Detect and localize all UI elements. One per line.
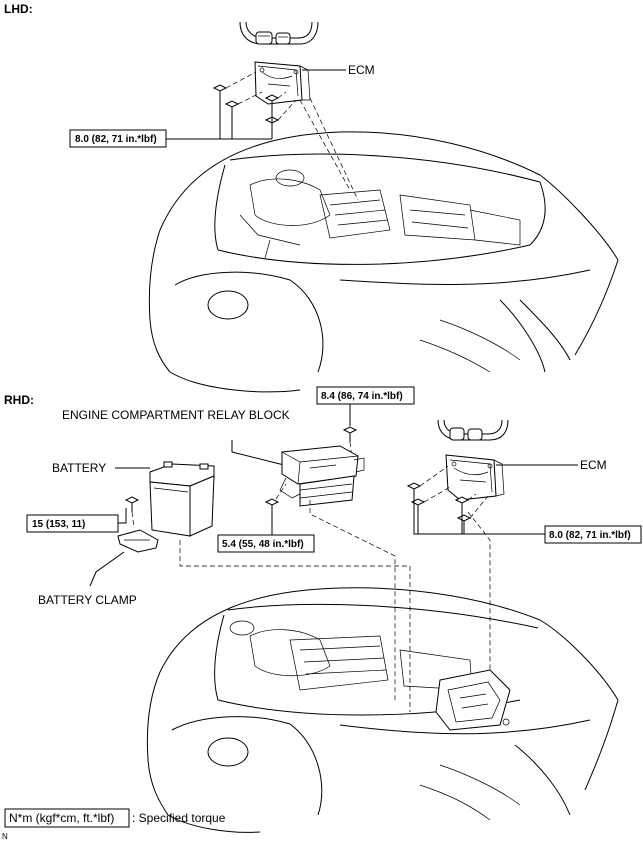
corner-mark: N xyxy=(2,832,8,841)
legend-unit-label: N*m (kgf*cm, ft.*lbf) xyxy=(9,811,114,825)
lhd-ecm xyxy=(254,61,311,105)
rhd-relay-top-torque-box xyxy=(316,386,415,405)
rhd-relay-bottom-torque-box xyxy=(217,534,315,553)
rhd-battery-clamp-bolt xyxy=(124,496,140,529)
rhd-relay-bolt-bottom xyxy=(264,483,287,514)
rhd-battery-label: BATTERY xyxy=(52,461,106,475)
lhd-ecm-connector xyxy=(239,21,319,45)
rhd-ecm xyxy=(445,454,505,501)
rhd-engine-bay xyxy=(146,587,619,833)
lhd-engine-bay xyxy=(148,131,619,393)
rhd-ecm-torque-box xyxy=(544,525,642,544)
lhd-ecm-label: ECM xyxy=(348,63,375,77)
rhd-ecm-torque-label: 8.0 (82, 71 in.*lbf) xyxy=(549,530,631,541)
rhd-relay-top-torque-label: 8.4 (86, 74 in.*lbf) xyxy=(321,391,403,402)
lhd-torque-label: 8.0 (82, 71 in.*lbf) xyxy=(75,134,157,145)
lhd-title: LHD: xyxy=(4,2,33,16)
rhd-ecm-connector xyxy=(437,419,509,441)
rhd-relay-block-label: ENGINE COMPARTMENT RELAY BLOCK xyxy=(62,408,290,422)
legend-unit-box xyxy=(4,808,130,828)
rhd-relay-block xyxy=(279,445,365,507)
rhd-title: RHD: xyxy=(4,393,34,407)
legend-description: : Specified torque xyxy=(132,811,226,825)
rhd-battery-clamp-torque-box xyxy=(26,514,119,533)
rhd-relay-bottom-torque-label: 5.4 (55, 48 in.*lbf) xyxy=(222,539,304,550)
rhd-battery xyxy=(149,461,215,537)
lhd-torque-box xyxy=(69,129,167,148)
rhd-ecm-bolts xyxy=(406,465,489,530)
rhd-battery-clamp-label: BATTERY CLAMP xyxy=(38,593,137,607)
rhd-ecm-label: ECM xyxy=(580,458,607,472)
rhd-relay-bolt-top xyxy=(342,426,358,459)
rhd-battery-clamp-torque-label: 15 (153, 11) xyxy=(32,519,85,530)
rhd-battery-clamp xyxy=(117,529,159,553)
